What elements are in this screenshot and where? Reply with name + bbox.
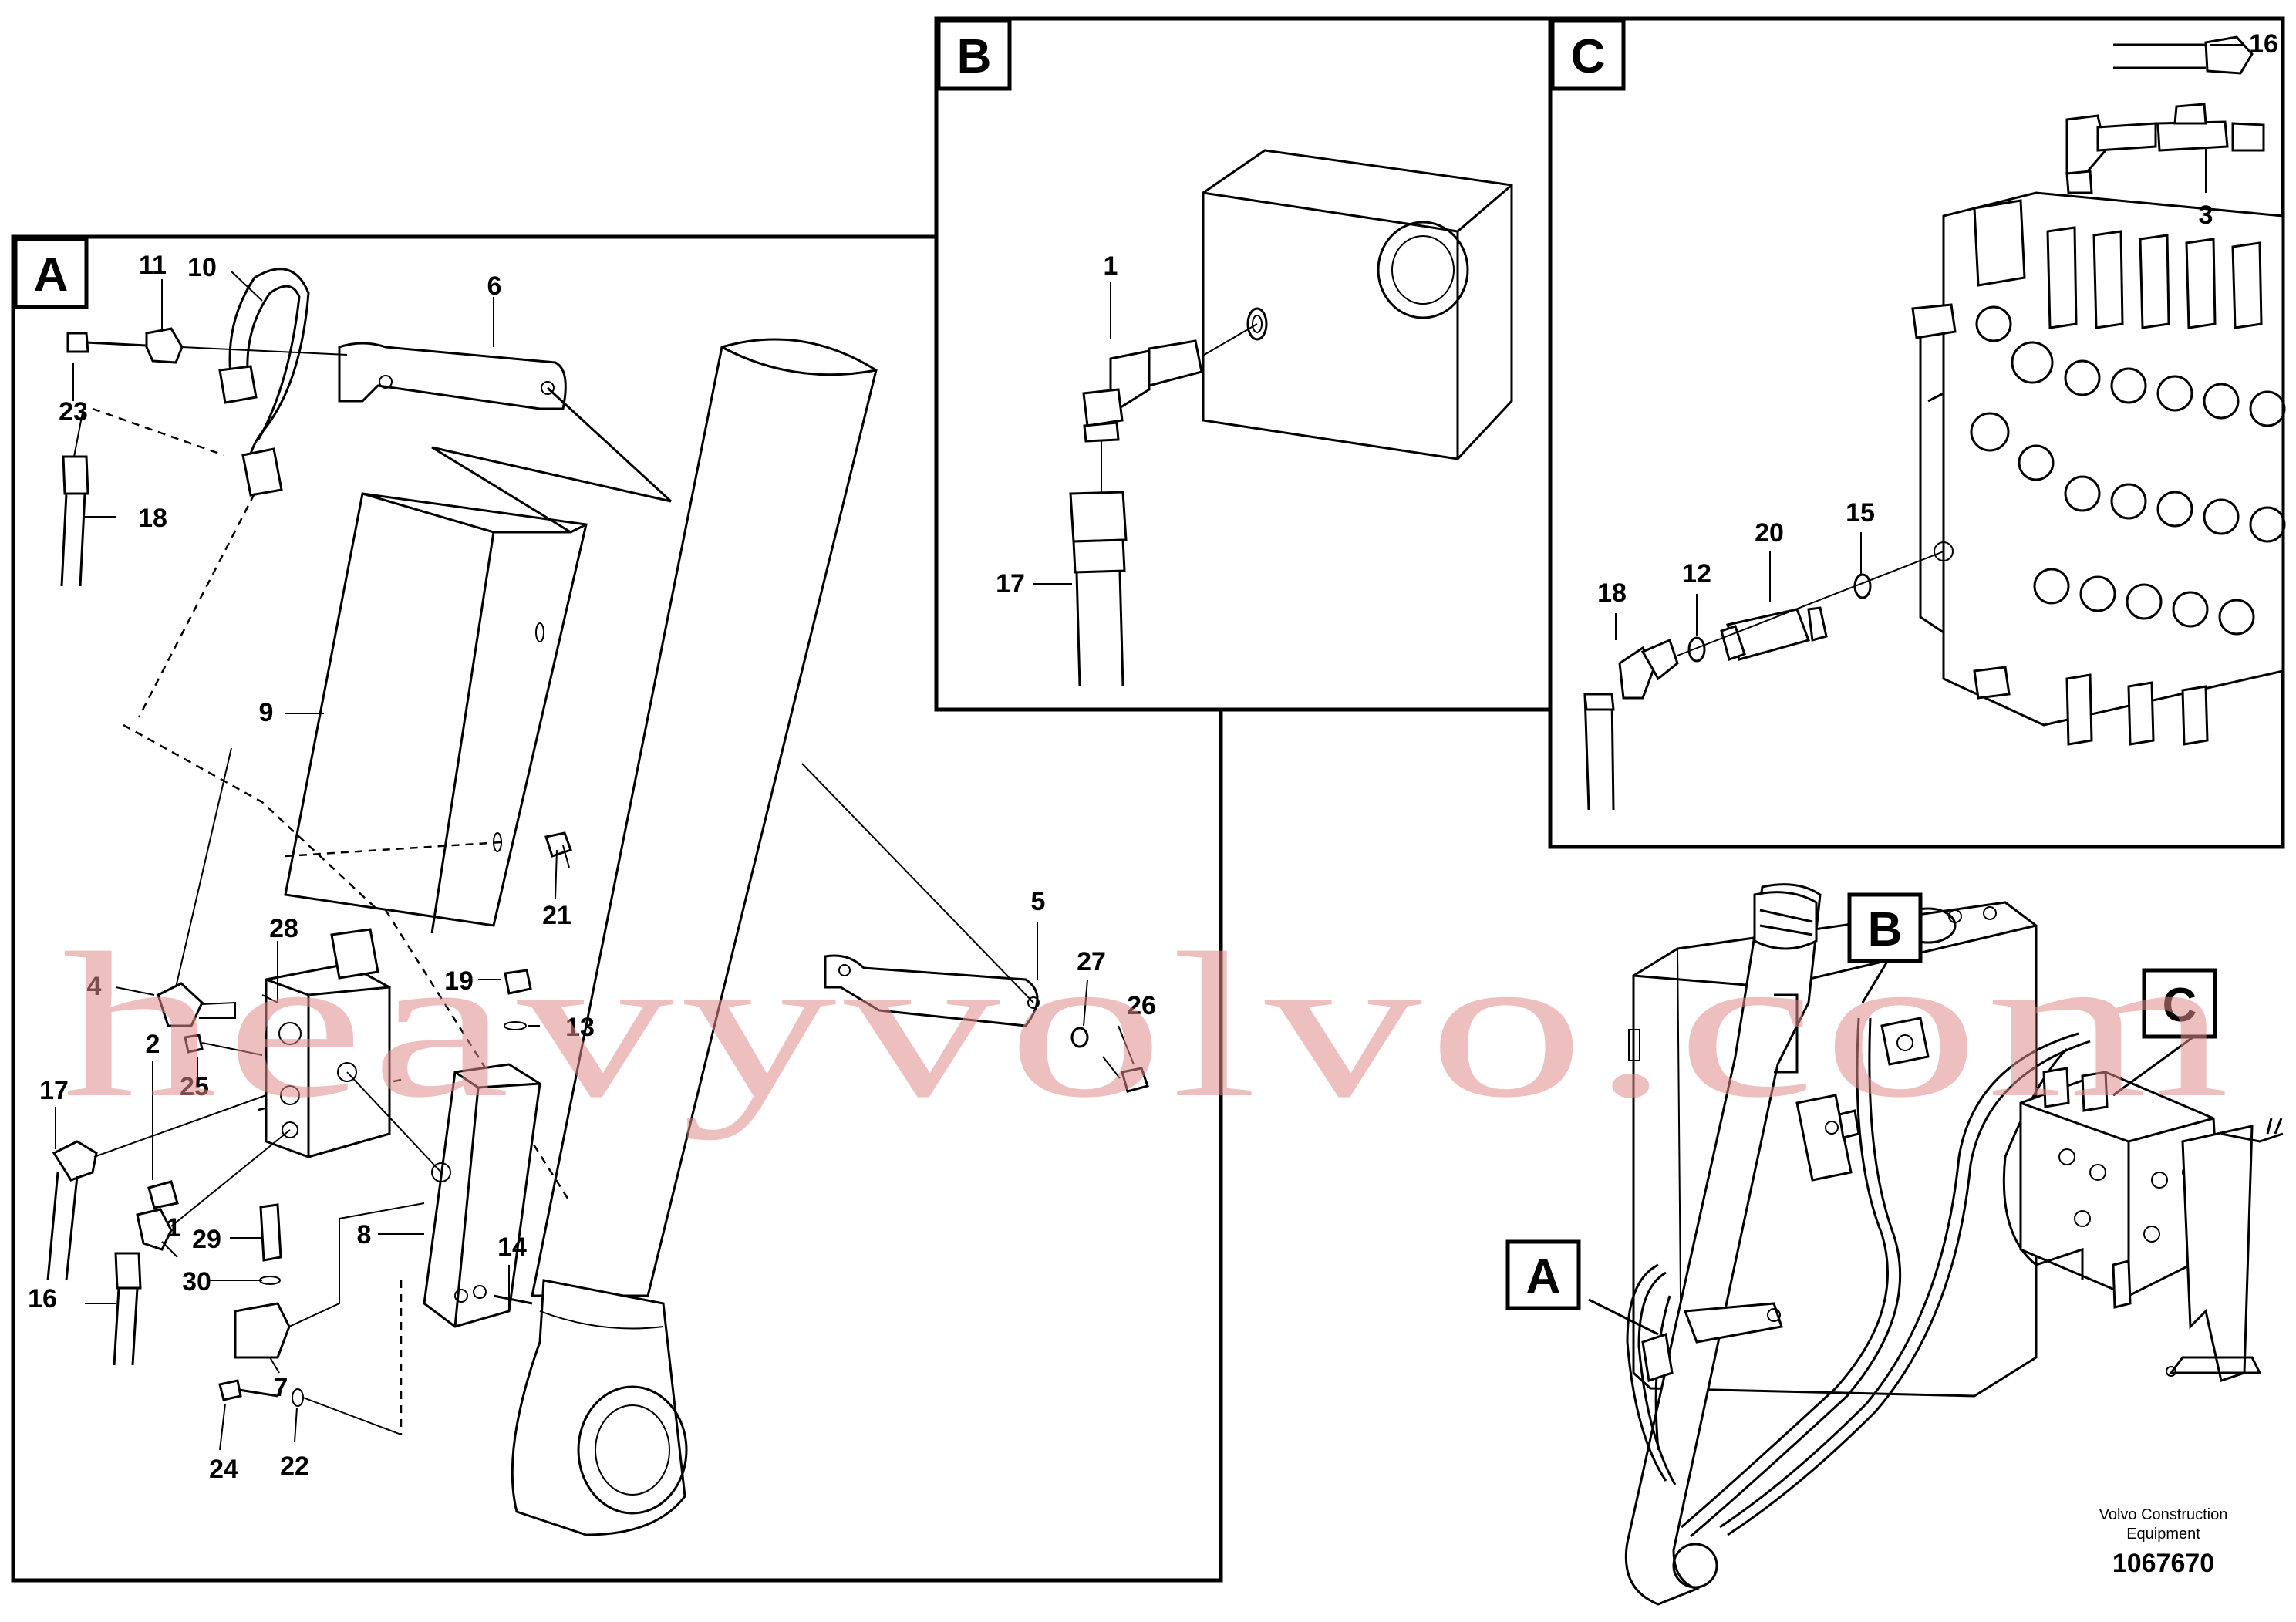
callout-a-13: 13 [565, 1013, 595, 1042]
callout-a-4: 4 [87, 972, 102, 1001]
callout-c-12: 12 [1682, 559, 1711, 588]
panel-a-tag-box [13, 237, 89, 309]
overview-tag-c: C [2163, 979, 2197, 1032]
callout-a-7: 7 [274, 1373, 288, 1402]
callout-a-22: 22 [280, 1452, 309, 1481]
overview-tag-a-box [1505, 1239, 1581, 1310]
document-number: 1067670 [2112, 1549, 2214, 1578]
callout-a-8: 8 [357, 1220, 372, 1249]
overview-illustration: A B C [1505, 883, 2284, 1606]
callout-a-26: 26 [1127, 991, 1156, 1020]
callout-c-20: 20 [1755, 518, 1784, 548]
callout-c-18: 18 [1597, 578, 1627, 608]
callout-b-1: 1 [1104, 251, 1118, 281]
footer: Volvo Construction Equipment 1067670 [2099, 1506, 2228, 1578]
maker-line-1: Volvo Construction [2099, 1506, 2228, 1523]
panel-c-tag-box [1550, 19, 1626, 91]
callout-a-23: 23 [59, 397, 88, 427]
callout-a-18: 18 [138, 504, 167, 533]
callout-a-16: 16 [28, 1284, 57, 1313]
panel-b: B 1 17 [934, 16, 1553, 712]
callout-a-5: 5 [1031, 887, 1046, 916]
overview-tag-b-box [1847, 892, 1923, 963]
callout-a-11: 11 [139, 251, 167, 280]
panel-b-tag-box [936, 19, 1012, 91]
panel-c-tag: C [1571, 30, 1606, 83]
callout-a-27: 27 [1077, 947, 1106, 976]
panel-c: C [1548, 16, 2286, 849]
overview-tag-b: B [1868, 903, 1903, 956]
callout-a-9: 9 [259, 698, 274, 727]
callout-a-2: 2 [146, 1030, 160, 1059]
watermark-text: heavyvolvo.com [62, 910, 2237, 1141]
callout-a-25: 25 [180, 1072, 209, 1101]
callout-a-6: 6 [487, 271, 502, 301]
callout-a-30: 30 [182, 1267, 211, 1297]
maker-line-2: Equipment [2126, 1526, 2200, 1543]
callout-a-10: 10 [187, 253, 217, 282]
callout-c-3: 3 [2199, 201, 2213, 230]
callout-b-17: 17 [996, 569, 1025, 599]
callout-a-29: 29 [192, 1225, 221, 1254]
overview-tag-a: A [1526, 1250, 1561, 1303]
callout-c-16: 16 [2249, 29, 2278, 59]
callout-a-28: 28 [269, 914, 298, 943]
callout-a-14: 14 [497, 1233, 527, 1262]
callout-a-24: 24 [209, 1455, 238, 1484]
callout-a-1: 1 [167, 1213, 181, 1243]
panel-b-tag: B [957, 30, 992, 83]
callout-a-17: 17 [39, 1076, 69, 1105]
overview-tag-c-box [2142, 968, 2217, 1039]
callout-c-15: 15 [1846, 498, 1875, 528]
panel-a-tag: A [34, 248, 69, 302]
callout-a-19: 19 [444, 966, 474, 996]
callout-a-21: 21 [542, 901, 571, 930]
